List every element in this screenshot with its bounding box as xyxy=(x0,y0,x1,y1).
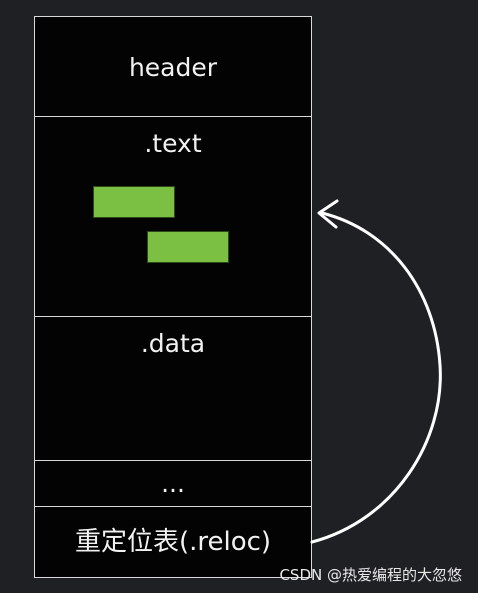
header-section-label: header xyxy=(128,53,218,82)
text-section-label: .text xyxy=(144,129,202,158)
data-section-label: .data xyxy=(140,329,206,358)
text-section: .text xyxy=(35,117,311,317)
data-section: .data xyxy=(35,317,311,461)
watermark: CSDN @热爱编程的大忽悠 xyxy=(279,566,462,584)
code-block-1 xyxy=(93,186,175,218)
pe-file-layout: header .text .data ... 重定位表(.reloc) xyxy=(34,16,312,578)
relocation-arrow-head xyxy=(317,199,339,229)
header-section: header xyxy=(35,17,311,117)
code-block-2 xyxy=(147,231,229,263)
reloc-section: 重定位表(.reloc) xyxy=(35,507,311,577)
relocation-arrow-curve xyxy=(310,211,442,544)
ellipsis-section-label: ... xyxy=(161,469,185,498)
reloc-section-label: 重定位表(.reloc) xyxy=(74,527,272,557)
ellipsis-section: ... xyxy=(35,461,311,507)
